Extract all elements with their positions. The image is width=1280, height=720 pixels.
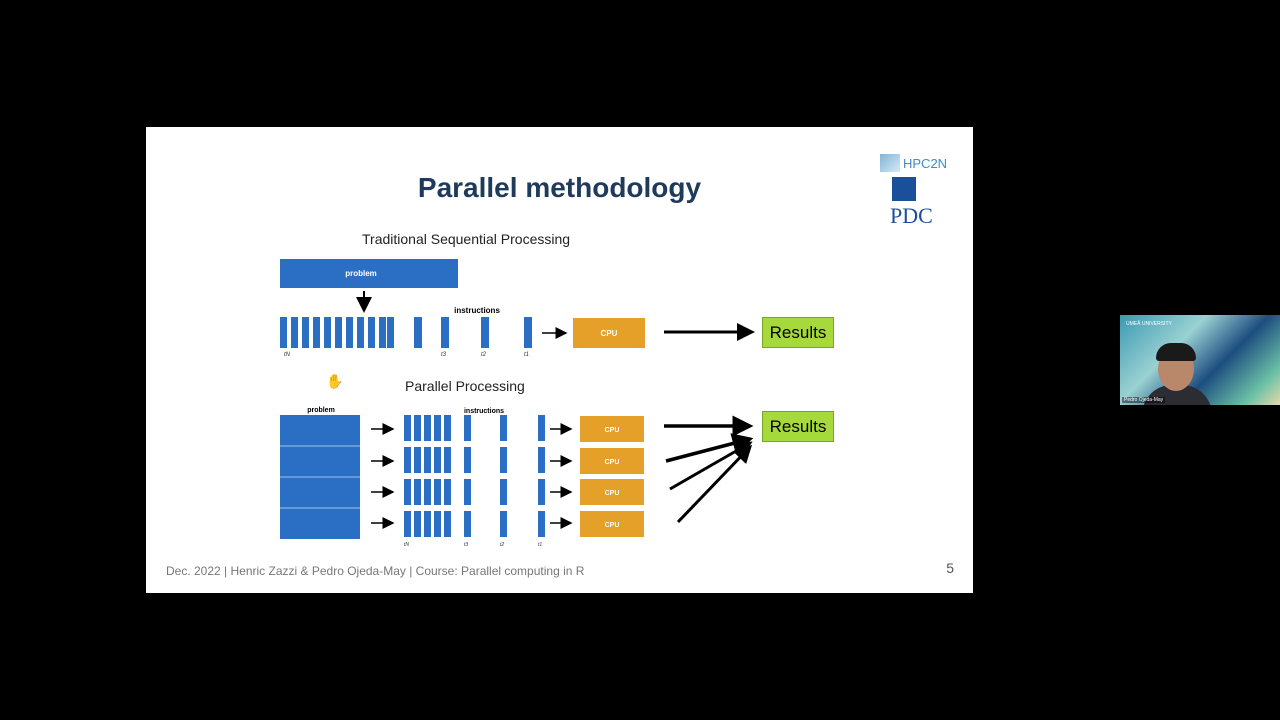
- parallel-row-4: CPU: [371, 511, 644, 537]
- sequential-results-label: Results: [769, 322, 827, 342]
- parallel-row-3: CPU: [371, 479, 644, 505]
- parallel-cpu-1: [580, 416, 644, 442]
- parallel-cpu-3: [580, 479, 644, 505]
- label-t3-seq: t3: [441, 352, 447, 358]
- parallel-results-box: Results: [762, 411, 834, 442]
- parallel-cpu-2: [580, 448, 644, 474]
- hand-cursor-icon: ✋: [326, 373, 344, 389]
- hpc2n-mark-icon: [880, 154, 900, 172]
- sequential-problem-bar: [280, 259, 458, 288]
- hpc2n-logo: HPC2N: [880, 153, 947, 173]
- sequential-instructions-label: instructions: [454, 306, 500, 315]
- pdc-logo-text: PDC: [890, 203, 933, 228]
- hpc2n-logo-text: HPC2N: [903, 155, 948, 171]
- slide-title: Parallel methodology: [417, 172, 702, 203]
- parallel-cpu-3-label: CPU: [605, 490, 620, 497]
- processing-diagram: problem instructions tN t3 t2 t1 CPU: [280, 259, 755, 548]
- label-t1-seq: t1: [524, 352, 529, 358]
- participant-hair: [1156, 343, 1196, 361]
- converging-arrows: [664, 415, 754, 524]
- sequential-results-box: Results: [762, 317, 834, 348]
- label-tn-par: tN: [404, 542, 409, 548]
- parallel-row-1: CPU: [371, 415, 644, 442]
- sequential-instruction-blocks: [280, 317, 532, 348]
- label-t1-par: t1: [538, 542, 542, 548]
- sequential-cpu: [573, 318, 645, 348]
- participant-video-tile[interactable]: UMEÅ UNIVERSITY Pedro Ojeda-May: [1120, 315, 1280, 405]
- presentation-slide: Parallel methodology HPC2N PDC Tradition…: [146, 127, 973, 593]
- label-tn-seq: tN: [284, 352, 291, 358]
- kth-logo-icon: [892, 177, 916, 201]
- parallel-results-label: Results: [769, 416, 827, 436]
- parallel-row-2: CPU: [371, 447, 644, 474]
- university-logo-text: UMEÅ UNIVERSITY: [1126, 321, 1172, 327]
- parallel-cpu-2-label: CPU: [605, 459, 620, 466]
- parallel-instructions-label: instructions: [464, 408, 504, 415]
- participant-body: [1142, 385, 1212, 405]
- label-t2-par: t2: [500, 542, 504, 548]
- parallel-cpu-4-label: CPU: [605, 522, 620, 529]
- parallel-cpu-4: [580, 511, 644, 537]
- label-t2-seq: t2: [481, 352, 487, 358]
- sequential-processing-heading: Traditional Sequential Processing: [362, 231, 571, 247]
- slide-page-number: 5: [946, 560, 954, 576]
- sequential-problem-label: problem: [345, 269, 377, 278]
- slide-footer: Dec. 2022 | Henric Zazzi & Pedro Ojeda-M…: [166, 564, 585, 578]
- parallel-cpu-1-label: CPU: [605, 427, 620, 434]
- label-t3-par: t3: [464, 542, 468, 548]
- participant-name-label: Pedro Ojeda-May: [1122, 397, 1166, 403]
- parallel-processing-heading: Parallel Processing: [405, 378, 525, 394]
- sequential-cpu-label: CPU: [601, 329, 618, 338]
- parallel-problem-label: problem: [307, 407, 335, 414]
